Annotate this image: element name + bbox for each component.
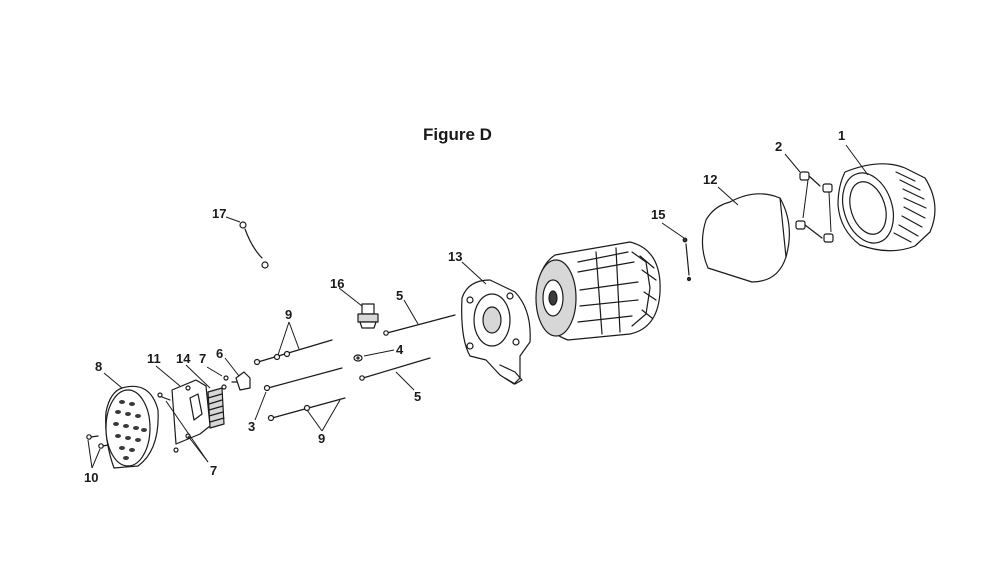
part-7-screw-upper — [221, 375, 229, 390]
leader-lines — [87, 144, 869, 469]
part-12-cylinder-cover — [701, 193, 790, 283]
callout-9-upper: 9 — [285, 307, 292, 322]
part-13-end-bracket — [461, 279, 531, 385]
callout-6: 6 — [216, 346, 223, 361]
callout-10: 10 — [84, 470, 98, 485]
callout-16: 16 — [330, 276, 344, 291]
callout-7-upper: 7 — [199, 351, 206, 366]
callout-1: 1 — [838, 128, 845, 143]
callout-12: 12 — [703, 172, 717, 187]
callouts: 1 2 12 15 13 16 17 5 4 5 9 3 9 6 7 14 11… — [84, 128, 845, 485]
part-9-through-bolt-lower — [267, 397, 346, 422]
figure-title: Figure D — [423, 125, 492, 144]
part-5-through-bolt-upper — [383, 314, 456, 336]
callout-4: 4 — [396, 342, 404, 357]
callout-7-lower: 7 — [210, 463, 217, 478]
part-17-ground-wire — [239, 221, 269, 269]
rotor-stator-assembly — [535, 241, 661, 341]
callout-2: 2 — [775, 139, 782, 154]
callout-13: 13 — [448, 249, 462, 264]
callout-15: 15 — [651, 207, 665, 222]
part-14-rectifier — [207, 387, 225, 429]
part-5-through-bolt-lower — [359, 357, 431, 381]
part-2-bolts — [795, 171, 834, 243]
callout-3: 3 — [248, 419, 255, 434]
callout-14: 14 — [176, 351, 191, 366]
callout-9-lower: 9 — [318, 431, 325, 446]
part-10-screws — [86, 434, 109, 449]
part-16-bushing — [357, 303, 379, 329]
callout-8: 8 — [95, 359, 102, 374]
part-3-through-bolt — [263, 367, 343, 392]
callout-5-lower: 5 — [414, 389, 421, 404]
part-4-washer — [353, 354, 363, 362]
part-6-brush-holder — [231, 371, 251, 391]
part-1-rear-housing — [837, 163, 936, 252]
part-8-end-cover — [105, 385, 159, 469]
part-11-cover-plate — [171, 379, 211, 445]
callout-5-upper: 5 — [396, 288, 403, 303]
callout-11: 11 — [147, 351, 161, 366]
part-15-screw — [682, 237, 692, 282]
callout-17: 17 — [212, 206, 226, 221]
part-7-screw-lower — [157, 392, 179, 453]
part-9-through-bolt-upper — [253, 339, 333, 366]
